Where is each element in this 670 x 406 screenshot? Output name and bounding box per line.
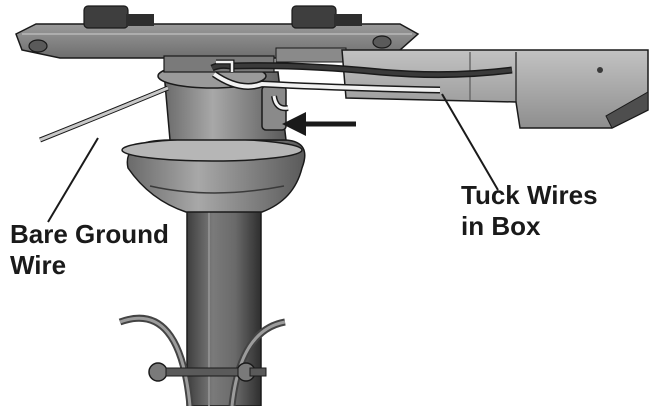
- splice-box: [341, 49, 649, 129]
- ground-wire-leader-line: [47, 137, 99, 223]
- tuck-wires-leader-line: [441, 93, 499, 191]
- mounting-collar: [121, 138, 306, 213]
- ground-wire-label-line-1: Bare Ground: [10, 219, 169, 249]
- arrow-left-icon: [282, 112, 356, 136]
- tuck-wires-label-line-2: in Box: [461, 211, 541, 241]
- supply-wires: [210, 59, 513, 112]
- bare-ground-wire: [39, 85, 169, 143]
- ground-wire-label-line-2: Wire: [10, 250, 67, 280]
- pole-clamp: [118, 314, 286, 406]
- tuck-wires-label: Tuck Wires in Box: [461, 180, 598, 242]
- ground-wire-label: Bare Ground Wire: [10, 219, 169, 281]
- mounting-plate: [15, 5, 420, 73]
- tuck-wires-label-line-1: Tuck Wires: [461, 180, 598, 210]
